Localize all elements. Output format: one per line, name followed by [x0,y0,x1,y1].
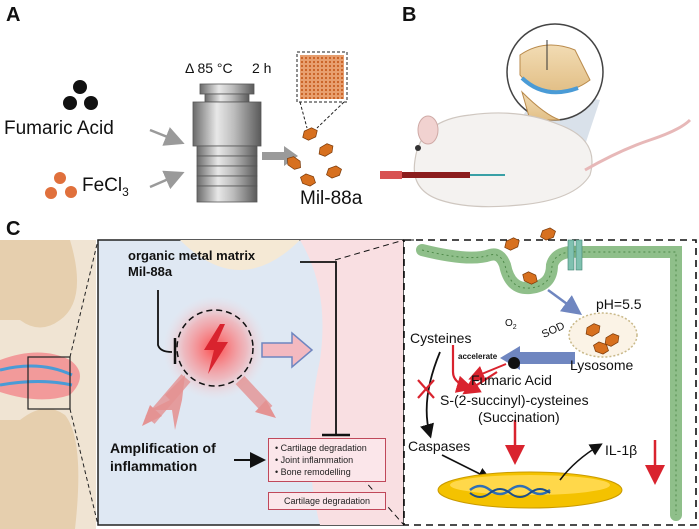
amplification-line1: Amplification of [110,440,216,456]
amplification-line2: inflammation [110,458,198,474]
panel-label-c: C [6,218,21,240]
mil88a-crystals [287,51,348,187]
mechanism-right-panel [334,227,697,526]
effect-item: • Bone remodelling [275,467,351,477]
succination-label: (Succination) [478,409,560,425]
input-arrows [149,127,185,190]
cartilage-degradation-box: Cartilage degradation [268,492,386,510]
lysosome-label: Lysosome [570,357,634,373]
cysteines-label: Cysteines [410,330,472,346]
cell-membrane [416,244,682,521]
fumaric-acid-label: Fumaric Acid [471,372,552,388]
effect-item: • Cartilage degradation [275,443,367,453]
condition-time: 2 h [252,60,272,76]
reagent-fecl3: FeCl3 [82,175,129,199]
ph-label: pH=5.5 [596,296,642,312]
reagent-dots-orange [45,172,77,199]
matrix-label-line1: organic metal matrix [128,248,256,263]
accelerate-label: accelerate [458,352,498,361]
reagent-dots-black [63,80,98,110]
reagent-fecl3-base: FeCl [82,175,123,196]
panel-label-b: B [402,4,417,26]
il1b-label: IL-1β [605,442,638,458]
mouse-illustration [380,23,692,208]
reagent-fumaric-acid: Fumaric Acid [4,118,114,139]
effect-item: • Joint inflammation [275,455,354,465]
caspases-label: Caspases [408,438,471,454]
o2-label: O2 [505,318,517,331]
autoclave-icon [192,83,262,203]
mechanism-left-panel [97,239,404,526]
o2-sub: 2 [512,324,517,331]
panel-label-a: A [6,4,21,26]
o2-base: O [505,318,513,329]
joint-cross-section [0,239,99,529]
succinyl-cysteines-label: S-(2-succinyl)-cysteines [440,392,589,408]
product-mil88a: Mil-88a [300,188,363,209]
effects-box: • Cartilage degradation • Joint inflamma… [268,438,386,482]
reagent-fecl3-sub: 3 [122,184,129,199]
matrix-label-line2: Mil-88a [128,264,173,279]
condition-temperature: Δ 85 °C [185,60,233,76]
